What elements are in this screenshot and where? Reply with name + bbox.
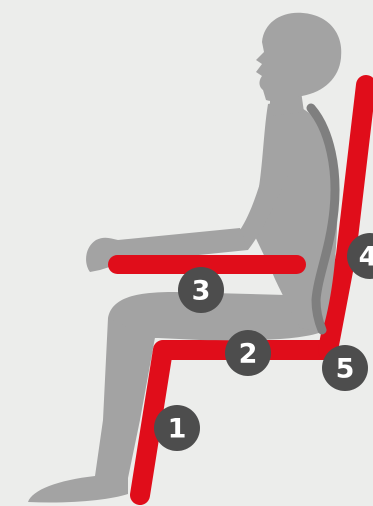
marker-3-label: 3 [192,276,211,307]
marker-1: 1 [154,405,200,451]
marker-5-label: 5 [336,354,355,385]
marker-5: 5 [322,345,368,391]
marker-4-label: 4 [359,242,373,273]
marker-2-label: 2 [239,339,258,370]
marker-3: 3 [178,267,224,313]
marker-2: 2 [225,330,271,376]
person-head [256,13,341,101]
marker-1-label: 1 [168,414,187,445]
